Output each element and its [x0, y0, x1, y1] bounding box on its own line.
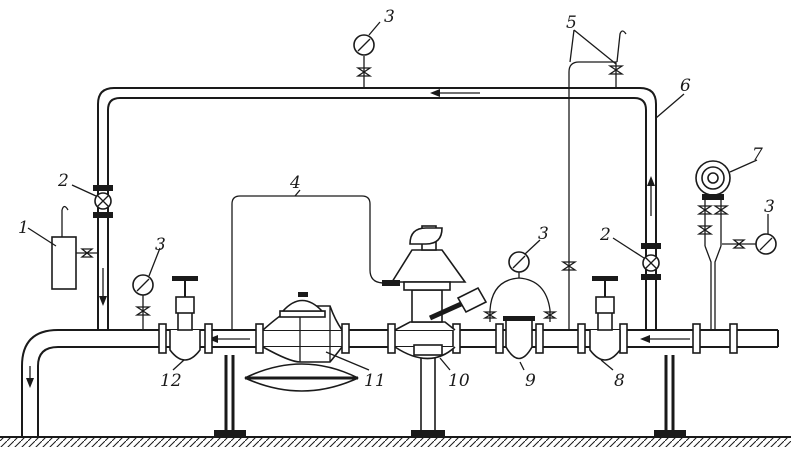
label-11: 11	[364, 371, 386, 391]
inlet-gate-valve	[589, 276, 621, 361]
gauge-right	[722, 233, 777, 255]
leader-lines	[27, 21, 769, 371]
gauge-filter	[508, 251, 530, 273]
labels: 1 2 2 3 3 3 3 4 5 6 7 8 9 10 11 12	[18, 7, 775, 391]
support-left	[214, 355, 246, 437]
label-3-left: 3	[155, 235, 166, 255]
purge-line	[560, 30, 627, 330]
bypass-valves	[93, 185, 661, 280]
flanges	[158, 323, 738, 354]
bypass-valve-left	[93, 185, 113, 218]
label-12: 12	[160, 371, 182, 391]
label-1: 1	[18, 218, 29, 238]
safety-shutoff-valve	[382, 225, 488, 360]
pressure-regulator	[244, 292, 359, 392]
pipe-supports	[214, 354, 686, 437]
label-3-right: 3	[764, 197, 775, 217]
label-6: 6	[680, 76, 691, 96]
label-9: 9	[525, 371, 536, 391]
support-right	[654, 355, 686, 437]
label-2-left: 2	[57, 171, 69, 191]
label-5: 5	[566, 13, 577, 33]
sampling-unit	[51, 205, 98, 290]
gas-filter	[482, 262, 558, 360]
support-middle	[411, 354, 445, 437]
label-3-filter: 3	[538, 224, 549, 244]
gauge-left	[132, 274, 154, 330]
label-3-top: 3	[384, 7, 395, 27]
recording-instrument	[695, 160, 731, 330]
outlet-gate-valve	[169, 276, 201, 361]
gauge-top	[353, 34, 375, 88]
label-4: 4	[289, 173, 301, 193]
ground	[0, 436, 791, 447]
label-7: 7	[752, 145, 763, 165]
label-8: 8	[614, 371, 625, 391]
label-2-right: 2	[599, 225, 611, 245]
label-10: 10	[448, 371, 470, 391]
impulse-line	[231, 195, 385, 330]
main-flow-arrows	[208, 335, 690, 343]
bypass-line	[97, 87, 657, 330]
bypass-valve-right	[641, 243, 661, 280]
pressure-gauges	[132, 34, 777, 330]
